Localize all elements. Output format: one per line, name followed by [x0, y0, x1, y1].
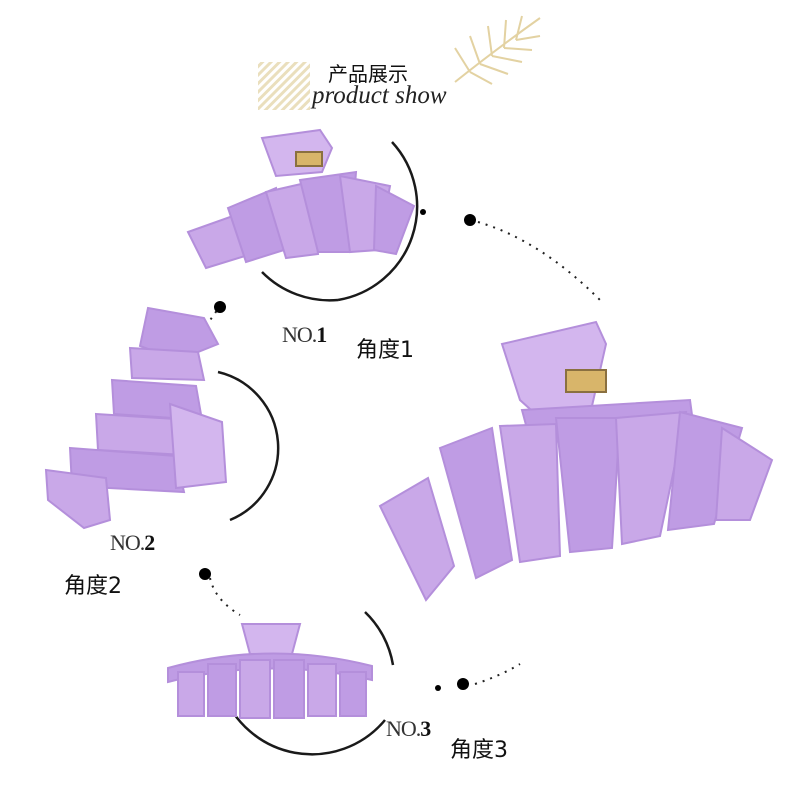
palm-leaf-icon	[454, 15, 541, 85]
view-number-2: NO.2	[110, 530, 155, 555]
view-number-1: NO.1	[282, 322, 327, 347]
hair-claw-clip	[186, 128, 416, 270]
view-frame-1	[261, 141, 419, 302]
view-label-3: 角度3	[450, 738, 508, 763]
title-chinese: 产品展示	[328, 62, 408, 86]
hair-claw-clip	[378, 320, 774, 602]
view-frame-2	[217, 370, 280, 522]
dotted-connector	[205, 221, 601, 685]
diagonal-stripes-icon	[258, 62, 310, 110]
connector-dot	[199, 209, 476, 691]
view-label-2: 角度2	[64, 574, 122, 599]
hair-claw-clip	[44, 306, 228, 530]
view-label-1: 角度1	[356, 338, 414, 363]
title-english: product show	[312, 82, 447, 109]
view-number-3: NO.3	[386, 716, 431, 741]
hair-claw-clip	[167, 623, 373, 719]
